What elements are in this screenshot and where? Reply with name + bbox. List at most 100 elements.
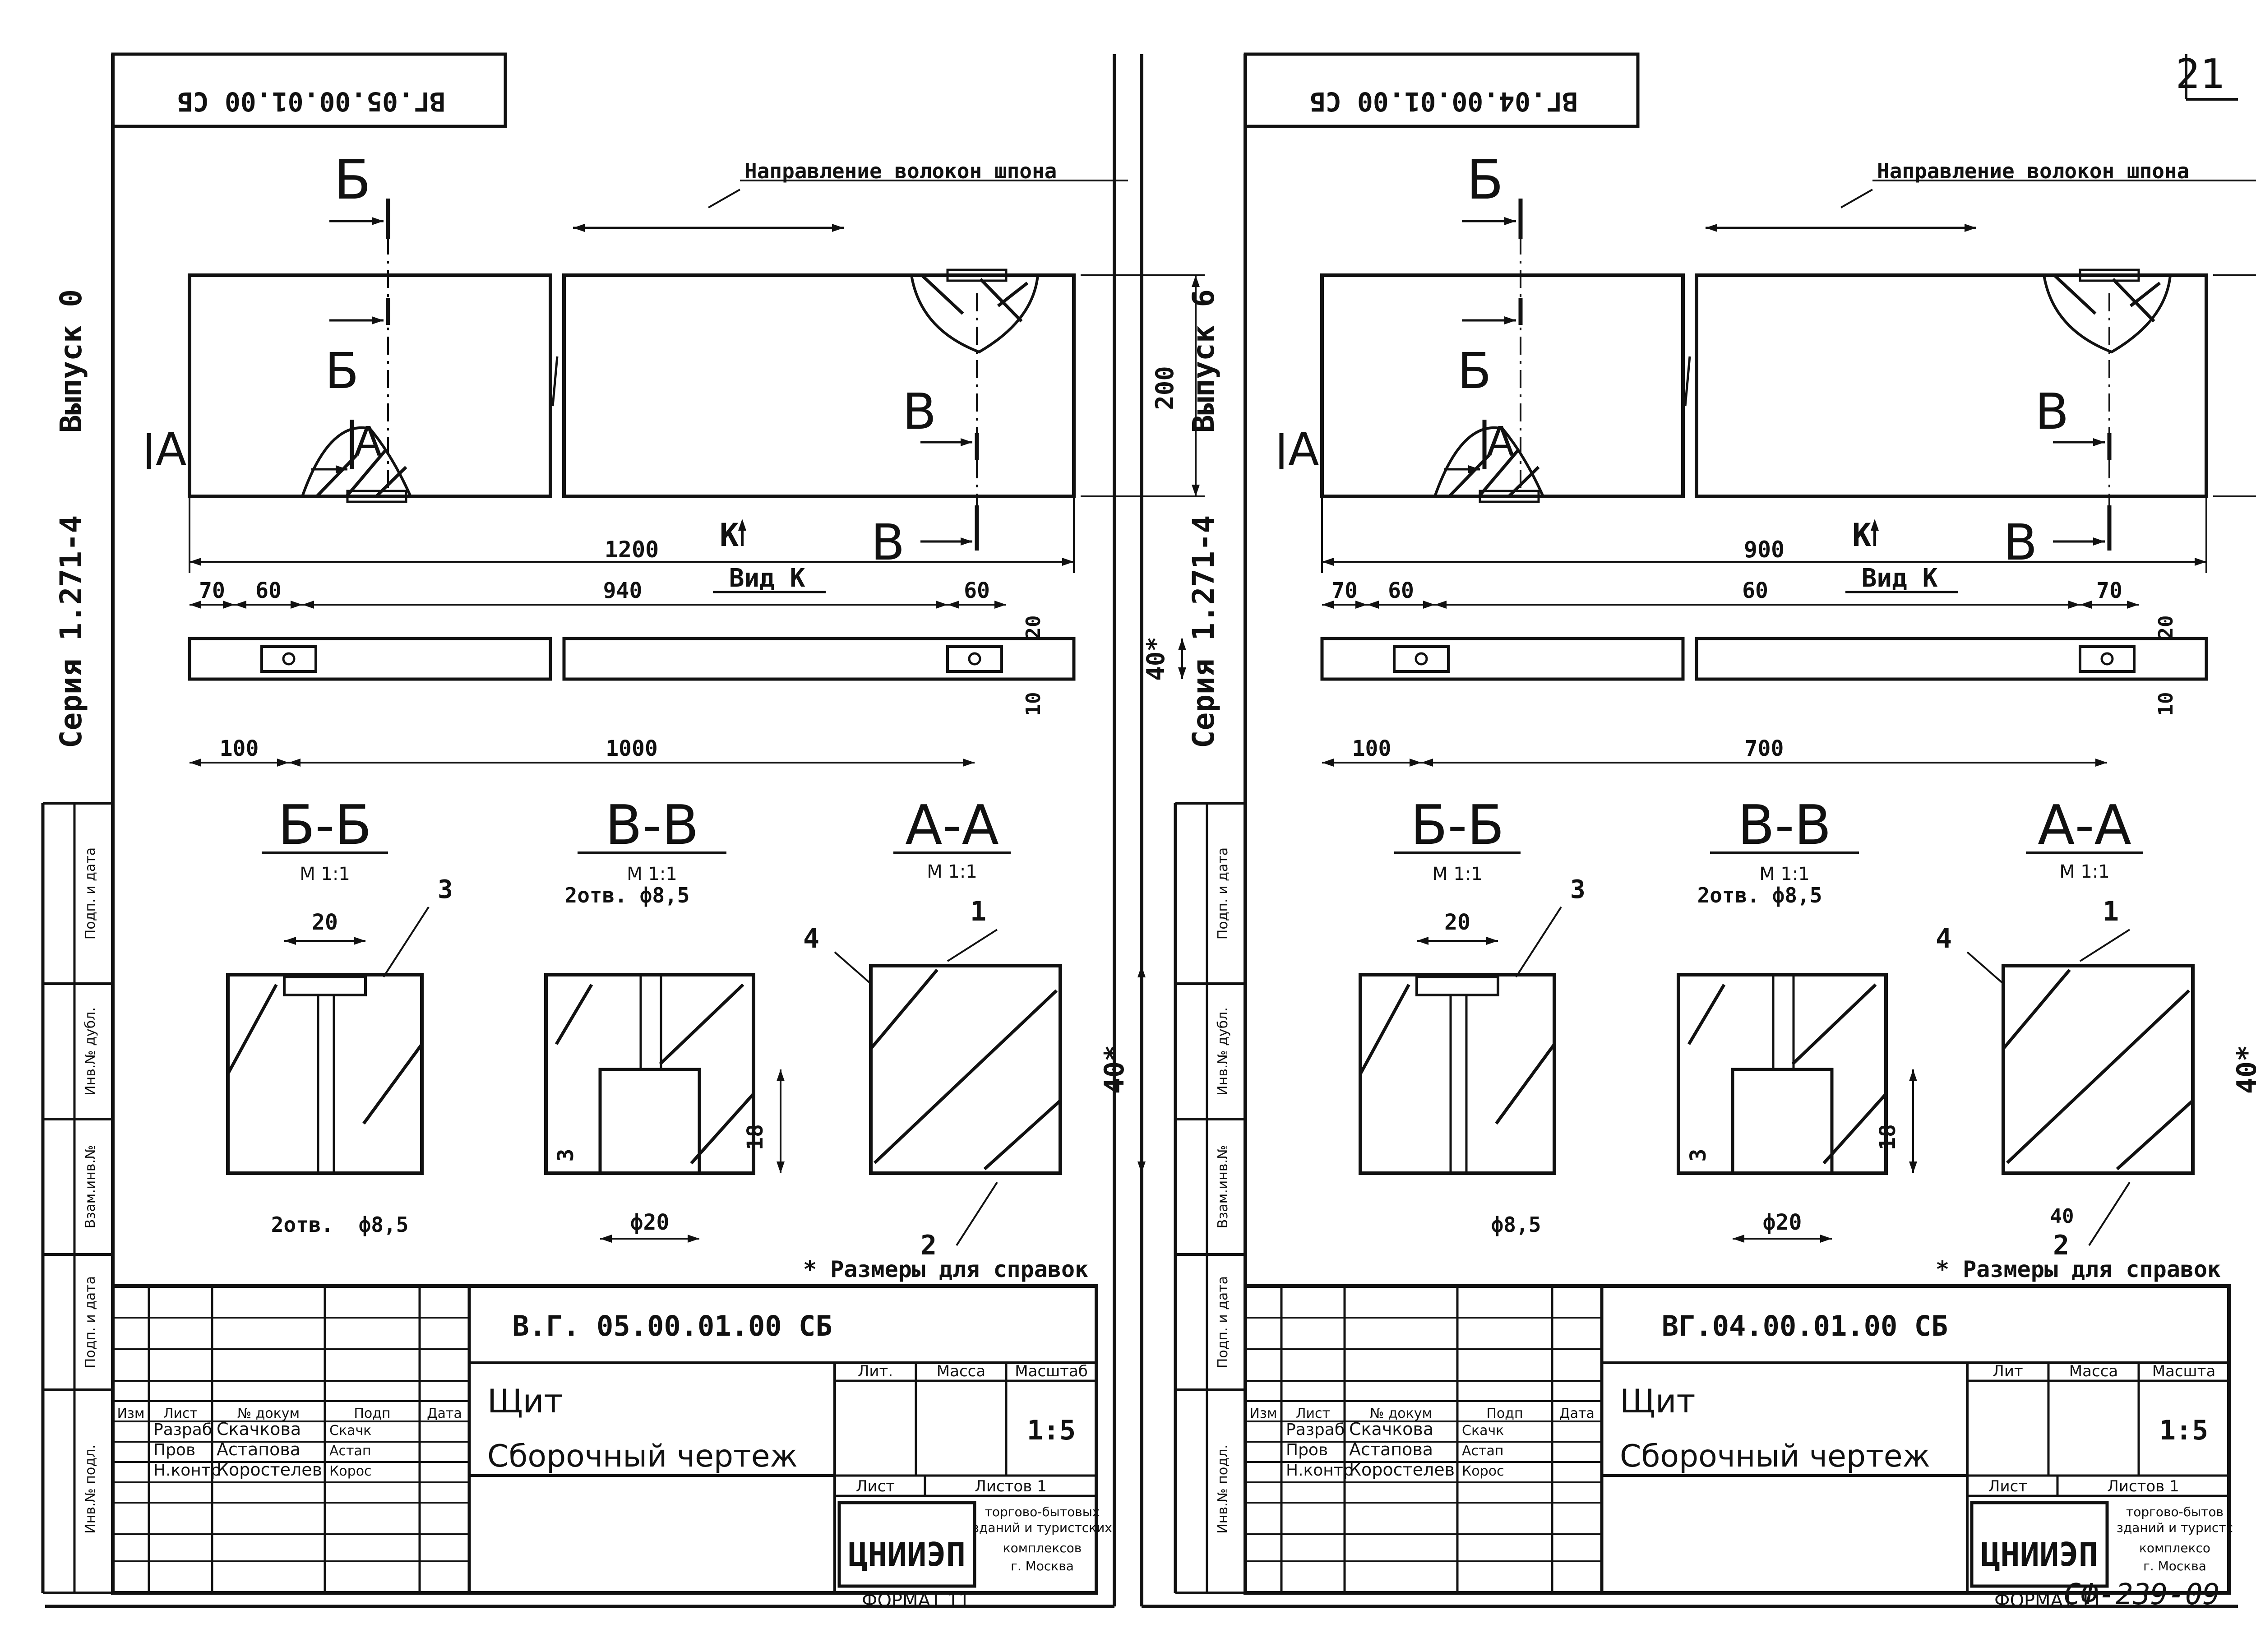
- column-head: Подп: [354, 1406, 390, 1421]
- section-bb-title: Б-Б: [278, 794, 372, 857]
- section-bb-batten: [1415, 976, 1499, 996]
- section-vv-value-phi: ф20: [630, 1210, 670, 1235]
- title-block-frame: [111, 1284, 1098, 1595]
- view-k-top-value: 70: [1331, 578, 1358, 603]
- view-k-top-value: 60: [255, 578, 282, 603]
- section-bb-body: [1359, 973, 1556, 1175]
- title-code: ВГ.04.00.01.00 СБ: [1662, 1310, 1948, 1342]
- arrowhead: [936, 601, 948, 609]
- mass-head: Масса: [937, 1362, 985, 1380]
- section-vv-title: В-В: [605, 794, 699, 857]
- section-b-label-mid: Б: [325, 342, 359, 400]
- hatch-line: [2006, 989, 2191, 1164]
- height-value: 200: [1151, 366, 1179, 410]
- reference-note: * Размеры для справок: [803, 1256, 1088, 1282]
- arrowhead: [777, 1069, 785, 1081]
- section-aa-body: [869, 964, 1062, 1175]
- top-code-box: [111, 52, 507, 128]
- arrowhead: [190, 601, 201, 609]
- column-head: Дата: [427, 1406, 462, 1421]
- format-label: ФОРМАТ 11: [862, 1590, 970, 1611]
- arrowhead: [1178, 667, 1186, 679]
- top-code: ВГ.04.00.01.00 СБ: [1310, 86, 1578, 117]
- section-aa-pos-1: 1: [970, 896, 986, 927]
- org-line: торгово-бытов: [2126, 1504, 2224, 1519]
- arrowhead: [1192, 275, 1200, 287]
- section-bb-hatch: [226, 984, 423, 1125]
- section-aa-extra-40: 40: [2050, 1205, 2074, 1228]
- cutout-b: [910, 274, 1040, 354]
- hatch-line: [2112, 278, 2155, 323]
- view-k-batten-left: [260, 645, 317, 673]
- section-bb-value-20: 20: [312, 910, 338, 935]
- section-aa-pos-2: 2: [920, 1230, 937, 1261]
- arrowhead: [1468, 465, 1480, 473]
- arrowhead: [688, 1235, 699, 1243]
- scale-value: 1:5: [2159, 1415, 2208, 1446]
- arrowhead: [2080, 601, 2092, 609]
- scale-head: Масшта: [2152, 1362, 2216, 1380]
- hatch-line: [1448, 454, 1490, 498]
- arrowhead: [832, 224, 844, 232]
- arrowhead: [277, 759, 289, 767]
- reference-note: * Размеры для справок: [1936, 1256, 2221, 1282]
- view-k-top-value: 70: [2096, 578, 2122, 603]
- view-k-top-value: 940: [603, 578, 643, 603]
- overall-length: 1200: [605, 537, 659, 563]
- column-head: Дата: [1559, 1406, 1595, 1421]
- drawing-title: Щит: [487, 1382, 563, 1420]
- section-a-label-left: А: [156, 423, 186, 476]
- section-aa-title: А-А: [905, 794, 999, 857]
- section-bb-batten: [283, 976, 367, 996]
- org-logo-box: [837, 1501, 976, 1588]
- view-k-right: [1695, 637, 2208, 681]
- side-label: Взам.инв.№: [83, 1145, 98, 1229]
- series-label: Серия 1.271-4: [1186, 515, 1221, 749]
- issue-label: Выпуск 6: [1186, 289, 1221, 433]
- role: Н.контр: [153, 1461, 221, 1480]
- hatch-line: [315, 454, 358, 498]
- title-code: В.Г. 05.00.01.00 СБ: [512, 1310, 832, 1342]
- break-mark: [551, 356, 559, 407]
- section-vv-value-18: 18: [1875, 1124, 1900, 1150]
- designer-name: Коростелев: [1349, 1460, 1455, 1480]
- side-label: Инв.№ дубл.: [1215, 1007, 1231, 1096]
- signature: Корос: [329, 1463, 372, 1479]
- signature: Скачк: [329, 1423, 371, 1439]
- org-logo: ЦНИИЭП: [848, 1536, 966, 1573]
- side-label: Инв.№ дубл.: [83, 1007, 98, 1096]
- grain-direction-label: Направление волокон шпона: [1877, 159, 2189, 183]
- arrowhead: [1504, 316, 1516, 324]
- arrowhead: [1820, 1235, 1832, 1243]
- hatch-line: [555, 984, 593, 1045]
- drawing-subtitle: Сборочный чертеж: [487, 1439, 798, 1474]
- arrowhead: [573, 224, 585, 232]
- grain-direction-label: Направление волокон шпона: [744, 159, 1057, 183]
- section-vv-hatch: [1687, 983, 1887, 1165]
- section-a-label-mid: А: [354, 418, 382, 466]
- arrowhead: [1486, 937, 1498, 945]
- org-logo-box: [1970, 1501, 2109, 1588]
- section-b-label-top: Б: [1466, 149, 1503, 212]
- section-a-label-mid: А: [1487, 418, 1515, 466]
- grain-leader: [708, 189, 740, 208]
- arrowhead: [302, 601, 314, 609]
- arrowhead: [738, 519, 746, 531]
- arrowhead: [1062, 558, 1074, 566]
- arrowhead: [284, 937, 296, 945]
- designer-name: Астапова: [1349, 1439, 1433, 1459]
- hatch-line: [869, 968, 938, 1050]
- section-aa-pos-2: 2: [2053, 1230, 2069, 1261]
- drawing-title: Щит: [1620, 1382, 1695, 1420]
- arrowhead: [961, 537, 972, 546]
- designer-name: Астапова: [217, 1439, 300, 1459]
- arrowhead: [963, 759, 975, 767]
- page-frame: [45, 54, 2238, 1608]
- batten-bottom: [1479, 490, 1540, 503]
- role: Пров: [1286, 1441, 1328, 1459]
- section-vv-washer: [598, 1068, 701, 1175]
- sheet-head: Лист: [856, 1477, 895, 1495]
